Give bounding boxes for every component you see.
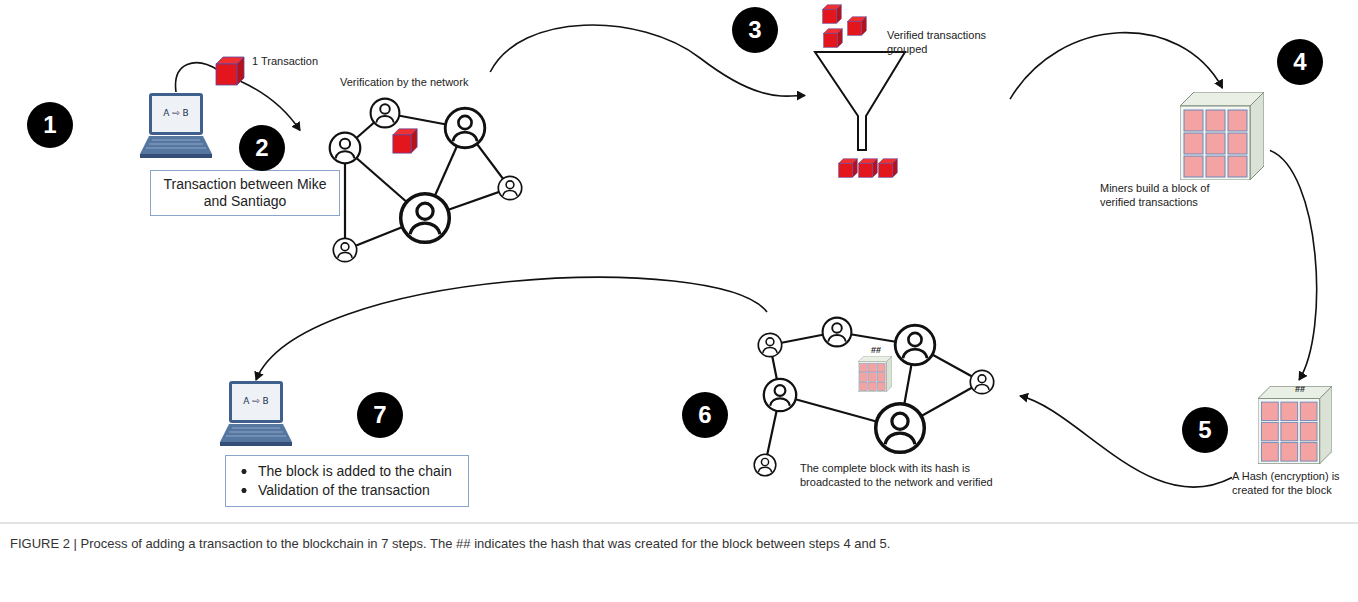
step-caption: Miners build a block of verified transac… bbox=[1100, 182, 1235, 210]
text-holder: A ⇨ B bbox=[232, 395, 280, 407]
callout-number: 7 bbox=[357, 392, 403, 438]
screen-text: A ⇨ B bbox=[232, 395, 280, 407]
callout-number: 2 bbox=[239, 125, 285, 171]
text-holder: Verification by the network bbox=[340, 76, 500, 90]
step-caption: The complete block with its hash is broa… bbox=[800, 462, 1018, 490]
label-holder: 3 bbox=[732, 7, 778, 53]
text-box: Transaction between Mike and Santiago bbox=[150, 170, 340, 216]
figure-caption: FIGURE 2 | Process of adding a transacti… bbox=[10, 536, 1346, 553]
callout-number: 5 bbox=[1182, 407, 1228, 453]
screen-text: A ⇨ B bbox=[152, 107, 200, 119]
transaction-label: 1 Transaction bbox=[252, 55, 342, 69]
hashed-block: ## A Hash (encryption) is created for the… bbox=[1232, 380, 1354, 510]
flow-arrow bbox=[256, 277, 767, 380]
step-caption: Verified transactions grouped bbox=[887, 29, 1007, 57]
text-holder: A ⇨ B bbox=[152, 107, 200, 119]
bullet-box: The block is added to the chainValidatio… bbox=[225, 455, 469, 507]
text-holder: Verified transactions grouped bbox=[887, 29, 1007, 57]
callout-number: 1 bbox=[27, 102, 73, 148]
text-holder: A Hash (encryption) is created for the b… bbox=[1232, 470, 1354, 498]
flow-arrow bbox=[1010, 33, 1222, 100]
text-holder: Miners build a block of verified transac… bbox=[1100, 182, 1235, 210]
laptop-icon: A ⇨ B bbox=[140, 92, 212, 160]
text-holder: ## bbox=[1285, 384, 1315, 395]
callout-number: 4 bbox=[1277, 39, 1323, 85]
flow-arrow bbox=[1020, 396, 1232, 487]
hash-mark: ## bbox=[1285, 384, 1315, 395]
label-holder: 6 bbox=[682, 392, 728, 438]
step-caption: Verification by the network bbox=[340, 76, 500, 90]
text-holder: The complete block with its hash is broa… bbox=[800, 462, 1018, 490]
flow-arrow bbox=[1270, 151, 1317, 381]
callout-number: 3 bbox=[732, 7, 778, 53]
bullet-item: Validation of the transaction bbox=[238, 481, 452, 500]
step-caption: A Hash (encryption) is created for the b… bbox=[1232, 470, 1354, 498]
block-cube: Miners build a block of verified transac… bbox=[1100, 88, 1270, 213]
bullet-item: The block is added to the chain bbox=[238, 462, 452, 481]
laptop-icon: A ⇨ B bbox=[220, 380, 292, 448]
hash-mark: ## bbox=[859, 345, 893, 356]
funnel-illustration: Verified transactions grouped bbox=[805, 3, 1010, 188]
label-holder: 4 bbox=[1277, 39, 1323, 85]
callout-number: 6 bbox=[682, 392, 728, 438]
box-text: Transaction between Mike and Santiago bbox=[151, 171, 339, 215]
caption-holder: FIGURE 2 | Process of adding a transacti… bbox=[10, 536, 1346, 553]
text-holder: ## bbox=[859, 345, 893, 356]
label-holder: 2 bbox=[239, 125, 285, 171]
network-illustration: Verification by the network bbox=[300, 72, 532, 267]
label-holder: 5 bbox=[1182, 407, 1228, 453]
label-holder: 1 bbox=[27, 102, 73, 148]
label-holder: 7 bbox=[357, 392, 403, 438]
network-broadcast: ## The complete block with its hash is br… bbox=[745, 312, 1020, 507]
label-holder: 1 Transaction bbox=[252, 55, 342, 69]
